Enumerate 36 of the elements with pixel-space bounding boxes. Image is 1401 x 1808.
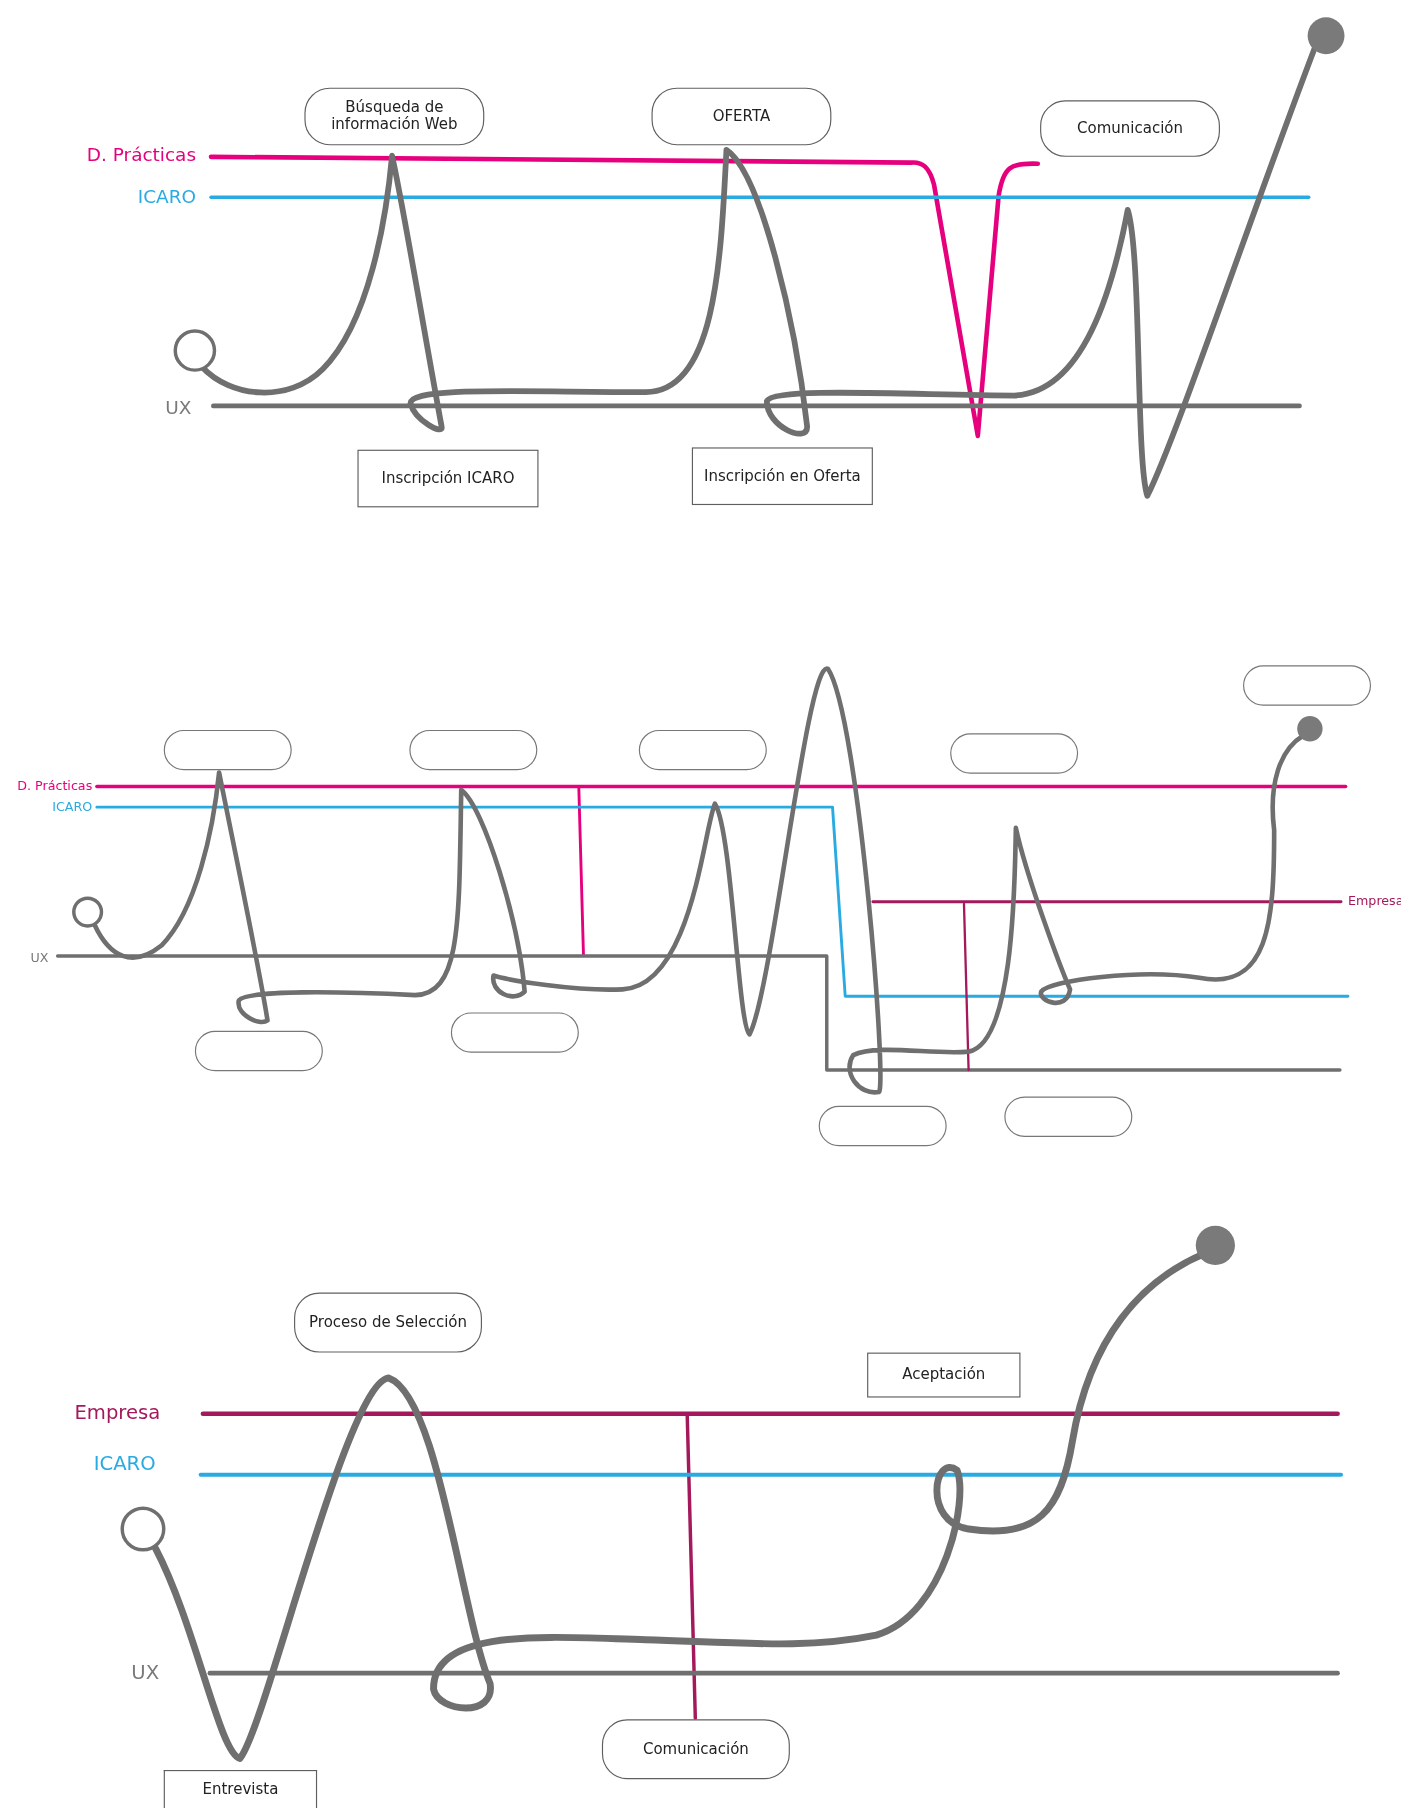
empty-touchpoint-box bbox=[1004, 1096, 1133, 1137]
lane-label: UX bbox=[131, 1660, 160, 1684]
lane-label: Empresa bbox=[74, 1400, 161, 1424]
step-box bbox=[691, 447, 873, 506]
empty-touchpoint-box bbox=[409, 729, 538, 771]
touchpoint-box bbox=[294, 1292, 482, 1353]
lane-label: ICARO bbox=[137, 186, 197, 208]
empty-touchpoint-box bbox=[163, 729, 292, 771]
step-box bbox=[163, 1770, 318, 1808]
lane-label: ICARO bbox=[52, 799, 93, 815]
touchpoint-label: Búsqueda de información Web bbox=[330, 99, 459, 134]
empty-touchpoint-box bbox=[638, 729, 767, 771]
lane-label: UX bbox=[30, 950, 49, 966]
empty-touchpoint-box bbox=[1243, 665, 1371, 706]
touchpoint-label: Comunicación bbox=[642, 1740, 749, 1758]
touchpoint-label: Inscripción ICARO bbox=[381, 469, 515, 488]
empty-touchpoint-box bbox=[194, 1030, 323, 1072]
touchpoint-label: Comunicación bbox=[1077, 119, 1183, 138]
empty-touchpoint-box bbox=[450, 1012, 579, 1053]
touchpoint-box bbox=[651, 87, 832, 146]
lane-label: D. Prácticas bbox=[86, 144, 197, 167]
touchpoint-box bbox=[601, 1719, 790, 1780]
lane-label: ICARO bbox=[93, 1451, 156, 1475]
touchpoint-box bbox=[1040, 100, 1220, 157]
step-box bbox=[867, 1352, 1021, 1398]
touchpoint-label: Entrevista bbox=[202, 1781, 279, 1799]
empty-touchpoint-box bbox=[818, 1105, 947, 1147]
touchpoint-label: OFERTA bbox=[712, 107, 771, 126]
touchpoint-label: Inscripción en Oferta bbox=[704, 467, 861, 485]
touchpoint-label: Proceso de Selección bbox=[309, 1314, 467, 1332]
touchpoint-label: Aceptación bbox=[902, 1366, 986, 1384]
touchpoint-box bbox=[304, 87, 485, 146]
empty-touchpoint-box bbox=[950, 733, 1079, 774]
step-box bbox=[357, 449, 539, 508]
lane-label: D. Prácticas bbox=[17, 778, 93, 794]
lane-label: UX bbox=[165, 397, 192, 419]
